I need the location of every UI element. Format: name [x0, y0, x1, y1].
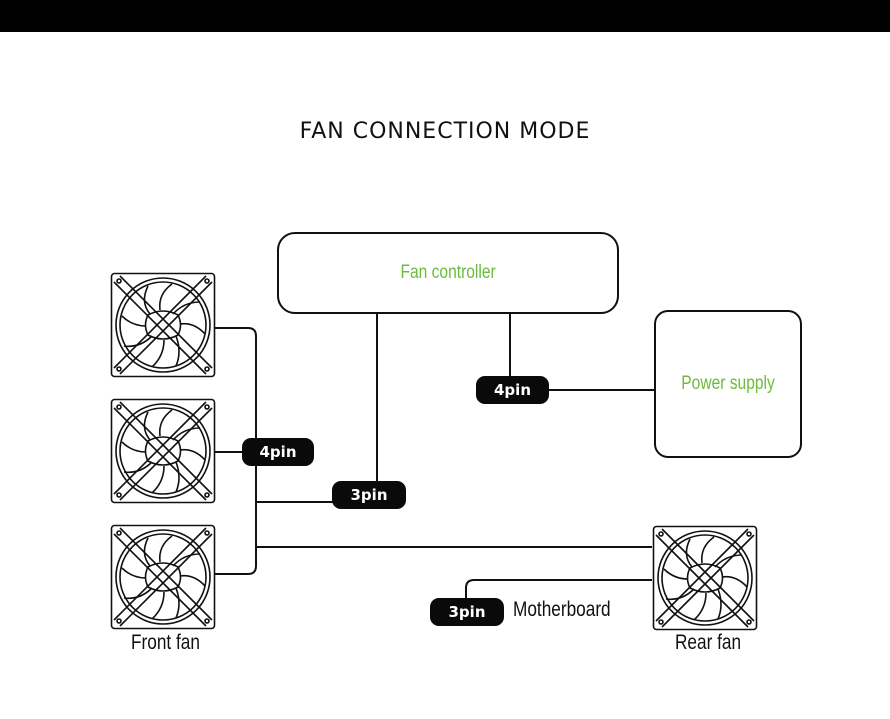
page-title: FAN CONNECTION MODE — [299, 119, 591, 144]
fan-icon — [110, 524, 216, 630]
fan-controller-label: Fan controller — [400, 262, 496, 283]
rear-fan-label: Rear fan — [675, 631, 742, 654]
pin-badge-4pin-psu: 4pin — [476, 376, 549, 404]
fan-icon — [652, 525, 758, 631]
fan-controller-box: Fan controller — [277, 232, 619, 314]
pin-badge-3pin-motherboard: 3pin — [430, 598, 504, 626]
power-supply-box: Power supply — [654, 310, 802, 458]
power-supply-label: Power supply — [681, 373, 775, 394]
fan-icon — [110, 272, 216, 378]
fan-icon — [110, 398, 216, 504]
pin-badge-3pin-controller: 3pin — [332, 481, 406, 509]
top-bar — [0, 0, 890, 32]
pin-badge-4pin-front: 4pin — [242, 438, 314, 466]
front-fan-label: Front fan — [131, 631, 200, 654]
wire-rear-to-motherboard — [465, 579, 652, 598]
motherboard-label: Motherboard — [513, 598, 611, 621]
